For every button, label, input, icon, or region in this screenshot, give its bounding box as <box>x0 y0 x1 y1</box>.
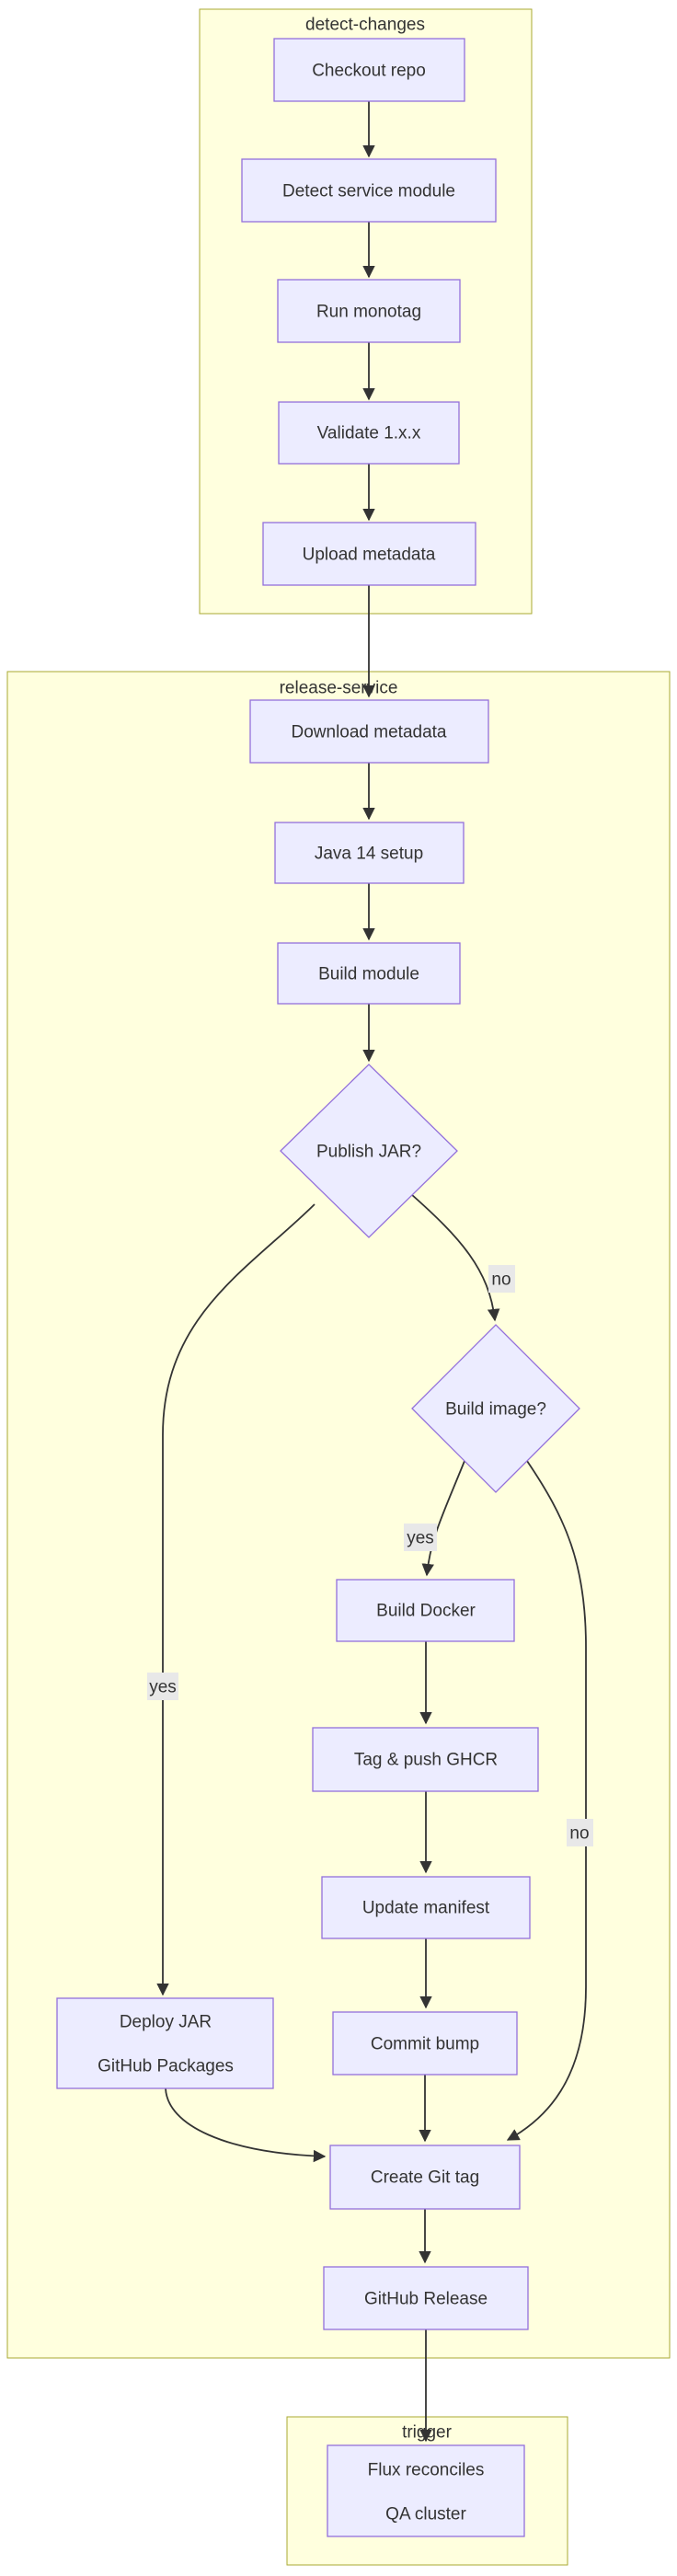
edge-label-text: yes <box>407 1529 434 1548</box>
node-run-monotag: Run monotag <box>277 279 461 343</box>
node-label-line1: Deploy JAR <box>120 2013 212 2032</box>
edge-deployjar-to-creategittag <box>165 2087 327 2163</box>
edge-publishjar-yes-to-deployjar <box>156 1203 316 1996</box>
decision-diamond <box>411 1324 580 1493</box>
node-label: Create Git tag <box>371 2168 479 2188</box>
node-box <box>241 158 497 223</box>
node-box <box>273 38 465 102</box>
node-label: GitHub Release <box>364 2290 488 2309</box>
node-checkout-repo: Checkout repo <box>273 38 465 102</box>
node-deploy-jar: Deploy JAR GitHub Packages <box>56 1997 274 2089</box>
node-label: Build module <box>318 965 419 984</box>
node-label: Checkout repo <box>312 62 426 81</box>
node-download-metadata: Download metadata <box>249 699 489 764</box>
node-box <box>332 2011 518 2076</box>
node-label-line2: GitHub Packages <box>98 2057 234 2076</box>
cluster-trigger-title: trigger <box>402 2423 453 2443</box>
node-label: Commit bump <box>371 2035 479 2054</box>
edge-label-text: yes <box>149 1678 177 1697</box>
edge-label-bg <box>567 1819 593 1846</box>
node-box <box>274 822 465 884</box>
node-label: Build image? <box>445 1400 546 1420</box>
node-publish-jar-decision: Publish JAR? <box>280 1064 458 1238</box>
node-tag-push-ghcr: Tag & push GHCR <box>312 1727 539 1792</box>
decision-diamond <box>280 1064 458 1238</box>
node-box <box>312 1727 539 1792</box>
cluster-release-service-box <box>6 671 671 2359</box>
node-box <box>336 1579 515 1642</box>
cluster-detect-changes-title: detect-changes <box>305 16 425 35</box>
node-box <box>327 2444 525 2537</box>
node-github-release: GitHub Release <box>323 2266 529 2330</box>
node-label: Detect service module <box>282 182 455 201</box>
edge-label-buildimage-no: no <box>567 1819 593 1846</box>
node-commit-bump: Commit bump <box>332 2011 518 2076</box>
node-box <box>278 401 460 465</box>
node-detect-service-module: Detect service module <box>241 158 497 223</box>
node-label: Validate 1.x.x <box>317 424 421 443</box>
node-label: Build Docker <box>376 1602 476 1621</box>
node-label: Run monotag <box>316 303 421 322</box>
edge-label-bg <box>147 1673 178 1700</box>
edge-label-bg <box>488 1265 515 1293</box>
node-build-image-decision: Build image? <box>411 1324 580 1493</box>
cluster-release-service: release-service <box>6 671 671 2359</box>
edge-buildimage-yes-to-builddocker <box>421 1460 465 1577</box>
edge-buildimage-no-to-creategittag <box>506 1460 587 2141</box>
edge-label-buildimage-yes: yes <box>404 1524 437 1551</box>
edge-publishjar-no-to-buildimage <box>410 1193 500 1322</box>
edge-label-bg <box>404 1524 437 1551</box>
node-box <box>249 699 489 764</box>
node-label-line2: QA cluster <box>385 2505 466 2524</box>
node-label: Tag & push GHCR <box>354 1751 498 1770</box>
edge-label-text: no <box>491 1271 511 1290</box>
node-label: Download metadata <box>292 723 447 742</box>
node-update-manifest: Update manifest <box>321 1876 531 1939</box>
node-build-module: Build module <box>277 942 461 1005</box>
edge-label-publishjar-yes: yes <box>147 1673 178 1700</box>
node-java-14-setup: Java 14 setup <box>274 822 465 884</box>
node-flux-reconciles: Flux reconciles QA cluster <box>327 2444 525 2537</box>
node-upload-metadata: Upload metadata <box>262 522 476 586</box>
node-box <box>329 2145 521 2210</box>
edges <box>156 101 587 2443</box>
node-label: Publish JAR? <box>316 1143 421 1162</box>
edge-label-text: no <box>569 1824 589 1844</box>
node-label: Upload metadata <box>303 546 436 565</box>
node-build-docker: Build Docker <box>336 1579 515 1642</box>
node-box <box>323 2266 529 2330</box>
node-create-git-tag: Create Git tag <box>329 2145 521 2210</box>
node-box <box>56 1997 274 2089</box>
cluster-release-service-title: release-service <box>280 679 398 698</box>
node-label: Update manifest <box>362 1899 490 1918</box>
node-validate-1xx: Validate 1.x.x <box>278 401 460 465</box>
node-box <box>277 279 461 343</box>
node-label: Java 14 setup <box>315 845 423 864</box>
edge-label-publishjar-no: no <box>488 1265 515 1293</box>
node-box <box>262 522 476 586</box>
node-box <box>277 942 461 1005</box>
node-label-line1: Flux reconciles <box>368 2461 485 2480</box>
node-box <box>321 1876 531 1939</box>
